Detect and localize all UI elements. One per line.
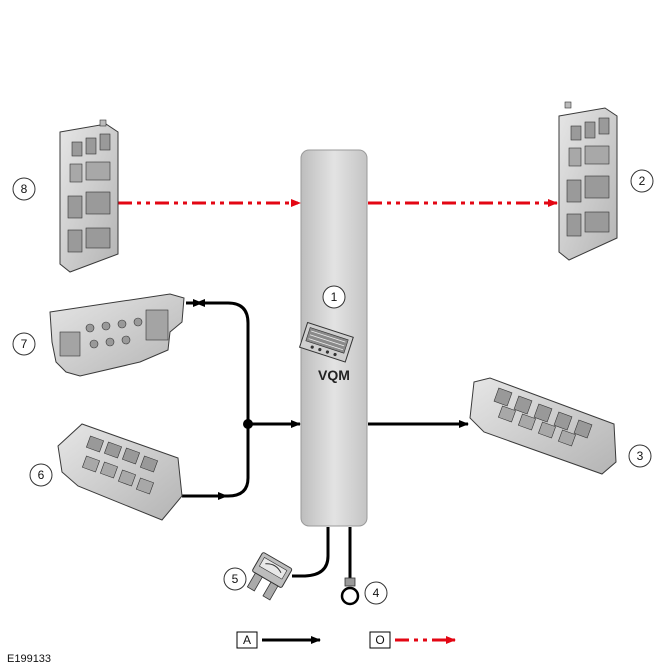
fuse-5 xyxy=(246,552,293,601)
callout-8: 8 xyxy=(12,177,36,201)
legend-key-a: A xyxy=(243,633,251,647)
hardwired-arrowhead-7 xyxy=(193,299,203,307)
fuse-box-6 xyxy=(57,423,183,521)
callout-1: 1 xyxy=(322,285,346,309)
callout-2: 2 xyxy=(630,169,654,193)
legend-key-o: O xyxy=(375,633,384,647)
control-module-2 xyxy=(558,101,618,261)
control-module-8 xyxy=(59,119,119,273)
legend-hardwired: A xyxy=(236,631,321,649)
callout-5: 5 xyxy=(223,567,247,591)
callout-6: 6 xyxy=(29,463,53,487)
svg-text:2: 2 xyxy=(639,174,646,188)
legend-key-box-a xyxy=(236,631,258,649)
svg-text:3: 3 xyxy=(637,449,644,463)
vqm-module: VQM xyxy=(298,149,368,527)
junction-box-7 xyxy=(49,293,185,377)
callout-4: 4 xyxy=(364,581,388,605)
wire-to-fuse xyxy=(292,527,330,578)
fuse-box-3 xyxy=(469,377,617,475)
vqm-label: VQM xyxy=(318,367,350,383)
legend-key-box-o xyxy=(369,631,391,649)
hardwired-line-7-6-bus xyxy=(182,301,250,498)
callout-3: 3 xyxy=(628,444,652,468)
legend-network: O xyxy=(369,631,456,649)
callout-7: 7 xyxy=(12,332,36,356)
svg-text:5: 5 xyxy=(232,572,239,586)
svg-text:4: 4 xyxy=(373,586,380,600)
svg-text:7: 7 xyxy=(21,337,28,351)
figure-id: E199133 xyxy=(7,653,52,665)
svg-text:6: 6 xyxy=(38,468,45,482)
ground-eyelet-4 xyxy=(340,577,360,606)
hardwired-arrowhead-6 xyxy=(218,492,228,500)
vqm-chip-icon xyxy=(298,321,354,363)
svg-text:1: 1 xyxy=(331,290,338,304)
svg-text:8: 8 xyxy=(21,182,28,196)
